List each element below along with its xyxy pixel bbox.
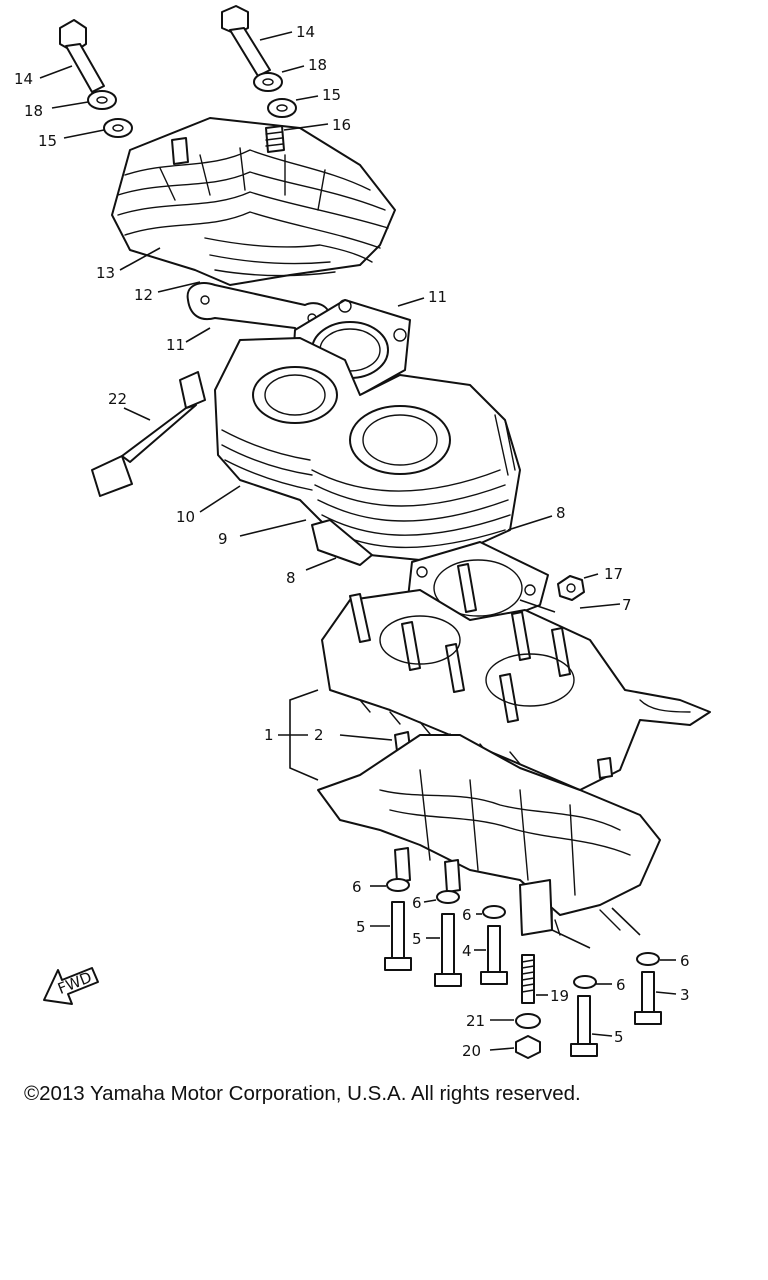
bolt-3 (634, 971, 662, 1025)
callout-17: 17 (604, 565, 623, 583)
callout-11-right: 11 (428, 288, 447, 306)
callout-6-a: 6 (352, 878, 362, 896)
dowel-pin-right (597, 757, 613, 779)
callout-9: 9 (218, 530, 228, 548)
washer-6-c (482, 905, 506, 919)
head-bolt-right (221, 5, 271, 77)
washer-15-left (103, 118, 133, 138)
washer-6-b (436, 890, 460, 904)
callout-8-right: 8 (556, 504, 566, 522)
forward-arrow-icon: FWD (43, 967, 99, 1005)
bolt-5-b (434, 913, 462, 987)
callout-7: 7 (622, 596, 632, 614)
nut-20 (515, 1035, 541, 1059)
svg-text:FWD: FWD (55, 968, 94, 998)
callout-10: 10 (176, 508, 195, 526)
bolt-4 (480, 925, 508, 985)
washer-15-right (267, 98, 297, 118)
callout-6-e: 6 (616, 976, 626, 994)
callout-18-left: 18 (24, 102, 43, 120)
callout-16: 16 (332, 116, 351, 134)
callout-8-left: 8 (286, 569, 296, 587)
callout-18-right: 18 (308, 56, 327, 74)
callout-6-c: 6 (462, 906, 472, 924)
callout-5-b: 5 (412, 930, 422, 948)
stud-19 (521, 954, 535, 1004)
callout-5-c: 5 (614, 1028, 624, 1046)
lower-crankcase (317, 734, 661, 936)
callout-13: 13 (96, 264, 115, 282)
callout-14-right: 14 (296, 23, 315, 41)
cylinder-block (214, 337, 521, 561)
callout-20: 20 (462, 1042, 481, 1060)
callout-5-a: 5 (356, 918, 366, 936)
callout-12: 12 (134, 286, 153, 304)
fitting-17 (557, 575, 585, 601)
callout-2: 2 (314, 726, 324, 744)
callout-15-right: 15 (322, 86, 341, 104)
base-gasket-left (311, 519, 373, 566)
washer-21 (515, 1013, 541, 1029)
washer-6-e (573, 975, 597, 989)
callout-14-left: 14 (14, 70, 33, 88)
washer-18-left (87, 90, 117, 110)
washer-6-d (636, 952, 660, 966)
washer-18-right (253, 72, 283, 92)
callout-3: 3 (680, 986, 690, 1004)
callout-22: 22 (108, 390, 127, 408)
callout-1: 1 (264, 726, 274, 744)
head-bolt-left (59, 19, 105, 93)
washer-6-a (386, 878, 410, 892)
bolt-5-c (570, 995, 598, 1057)
callout-19: 19 (550, 987, 569, 1005)
tool-22 (91, 371, 206, 497)
callout-6-b: 6 (412, 894, 422, 912)
exploded-parts-diagram: FWD (14, 5, 711, 1060)
callout-4: 4 (462, 942, 472, 960)
callout-6-d: 6 (680, 952, 690, 970)
callout-15-left: 15 (38, 132, 57, 150)
leader-lines (39, 31, 677, 1051)
callout-labels: 14 18 15 14 18 15 16 13 12 11 11 22 10 9… (14, 23, 690, 1060)
cylinder-head (111, 117, 396, 286)
callout-11-left: 11 (166, 336, 185, 354)
bolt-5-a (384, 901, 412, 971)
copyright-notice: ©2013 Yamaha Motor Corporation, U.S.A. A… (24, 1082, 581, 1105)
upper-crankcase (321, 563, 711, 791)
callout-21: 21 (466, 1012, 485, 1030)
